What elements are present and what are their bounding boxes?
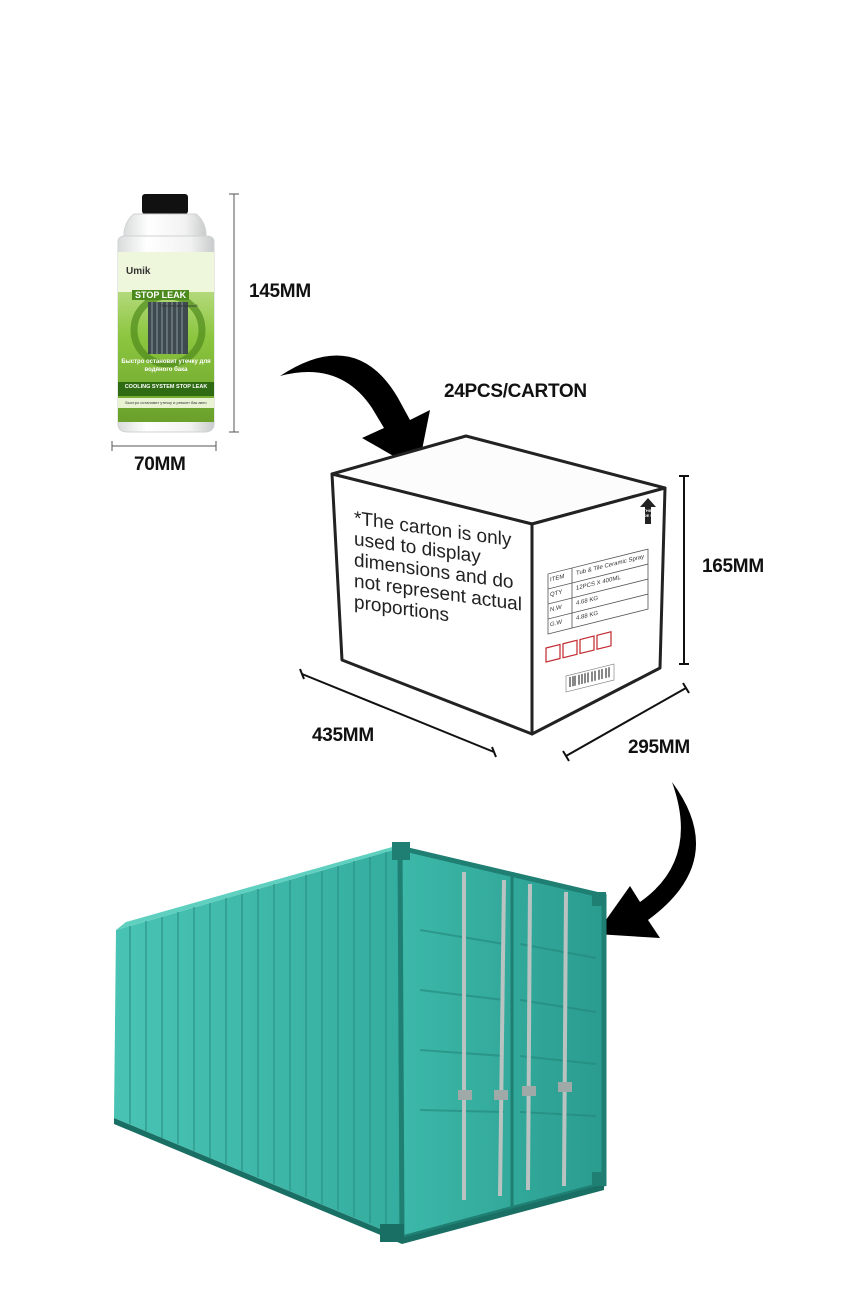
bottle-height-line (229, 193, 239, 433)
carton-length-label: 435MM (312, 725, 374, 746)
label-key-qty: QTY (550, 589, 563, 599)
this-side-up-label: THIS SIDE UP (639, 508, 656, 518)
carton-box (330, 434, 667, 736)
carton-length-line (299, 668, 497, 758)
label-key-gw: G.W (550, 619, 562, 629)
bottle-title-ru: Быстро остановит утечку для водяного бак… (121, 359, 211, 373)
carton-side-label (545, 498, 656, 693)
carton-depth-label: 295MM (628, 737, 690, 758)
bottle-width-label: 70MM (134, 454, 186, 475)
shipping-container (114, 842, 607, 1244)
arrow-to-container (596, 782, 697, 938)
label-key-item: ITEM (550, 573, 565, 584)
carton-count-label: 24PCS/CARTON (444, 381, 587, 402)
bottle-footnote-ru: Быстро остановит утечку и ремонт бак авт… (125, 400, 207, 405)
arrow-to-carton (280, 355, 430, 470)
label-key-nw: N.W (550, 604, 562, 614)
bottle-height-label: 145MM (249, 281, 311, 302)
label-val-nw: 4.68 KG (576, 595, 599, 608)
bottle-width-line (111, 441, 217, 451)
carton-height-line (679, 475, 689, 665)
label-val-gw: 4.88 KG (576, 610, 599, 623)
bottle-product-name: STOP LEAK (132, 290, 190, 300)
bottle-image (117, 194, 215, 433)
bottle-title-en: COOLING SYSTEM STOP LEAK (124, 384, 208, 390)
bottle-subtitle-ru: Профессиональный (160, 303, 198, 308)
bottle-brand: Umik (126, 266, 151, 277)
label-val-qty: 12PCS X 400ML (576, 574, 621, 593)
carton-height-label: 165MM (702, 556, 764, 577)
carton-depth-line (562, 682, 690, 762)
